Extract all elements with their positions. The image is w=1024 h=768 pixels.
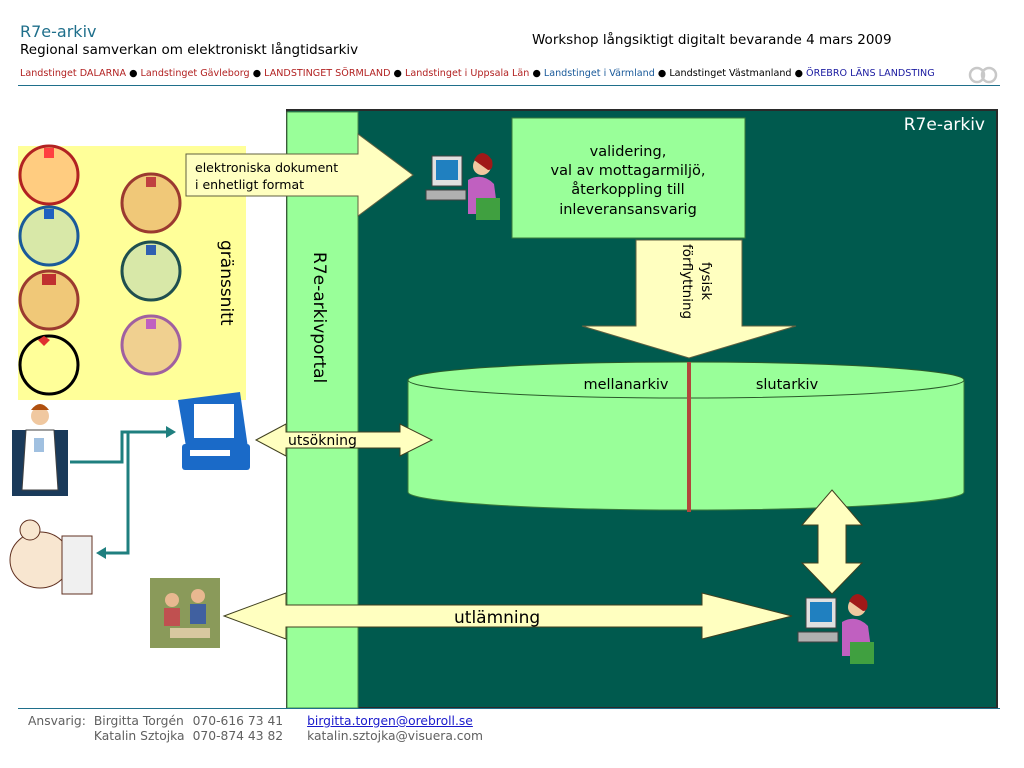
search-computer-icon (178, 392, 250, 470)
responsible-label: Ansvarig: (28, 714, 86, 728)
workshop-title: Workshop långsiktigt digitalt bevarande … (532, 32, 892, 48)
archive-label: R7e-arkiv (904, 115, 985, 135)
contact-phone: 070-616 73 41 (192, 714, 284, 728)
county-gavleborg: Landstinget Gävleborg (140, 68, 250, 79)
meeting-photo-icon (150, 578, 220, 648)
county-emblem-3-icon (42, 274, 56, 285)
search-double-arrow (254, 423, 434, 457)
operator-bottom-icon (797, 594, 874, 664)
search-connector (70, 430, 172, 464)
search-label: utsökning (288, 433, 357, 449)
county-circle-5 (120, 172, 182, 234)
input-arrow-text-1: elektroniska dokument (195, 160, 338, 175)
lend-double-arrow (222, 592, 793, 640)
contact-row: Katalin Sztojka 070-874 43 82 katalin.sz… (28, 729, 491, 744)
county-circle-6 (120, 240, 182, 302)
county-emblem-5-icon (146, 177, 156, 187)
county-circle-1 (18, 144, 80, 206)
move-label-1: fysisk (698, 262, 714, 300)
interface-label: gränssnitt (216, 240, 236, 326)
validation-box (511, 117, 746, 239)
county-circle-2 (18, 205, 80, 267)
doctor-icon (12, 404, 68, 496)
header-title: R7e-arkiv (20, 22, 97, 41)
county-list: Landstinget DALARNA ● Landstinget Gävleb… (20, 68, 935, 79)
storage-left-label: mellanarkiv (583, 377, 668, 393)
contact-email: katalin.sztojka@visuera.com (307, 729, 484, 743)
county-emblem-4-icon (38, 336, 50, 346)
county-uppsala: Landstinget i Uppsala Län (404, 68, 530, 79)
header-subtitle: Regional samverkan om elektroniskt långt… (20, 42, 359, 58)
county-emblem-7-icon (146, 319, 156, 329)
move-arrow (581, 239, 797, 359)
county-orebro: ÖREBRO LÄNS LANDSTING (806, 68, 935, 79)
storage-right-label: slutarkiv (756, 377, 819, 393)
county-dalarna: Landstinget DALARNA (20, 68, 127, 79)
footer: Ansvarig: Birgitta Torgén 070-616 73 41 … (28, 714, 491, 744)
validation-line-1: validering, (590, 144, 667, 160)
portal-label: R7e-arkivportal (309, 252, 329, 383)
county-circle-4 (18, 334, 80, 396)
contact-phone: 070-874 43 82 (192, 729, 284, 743)
county-circle-3 (18, 269, 80, 331)
county-circles (18, 144, 182, 396)
county-vastmanland: Landstinget Västmanland (669, 68, 792, 79)
contact-row: Ansvarig: Birgitta Torgén 070-616 73 41 … (28, 714, 491, 729)
county-varmland: Landstinget i Värmland (543, 68, 655, 79)
collaboration-logo-icon (968, 66, 998, 84)
county-emblem-1-icon (44, 148, 54, 158)
validation-line-2: val av mottagarmiljö, (551, 163, 706, 179)
contact-name: Katalin Sztojka (93, 729, 185, 743)
storage-cylinder-top (407, 361, 965, 399)
worker-arrowhead (96, 547, 106, 559)
contact-table: Ansvarig: Birgitta Torgén 070-616 73 41 … (28, 714, 491, 744)
storage-cylinder-body (407, 379, 965, 511)
office-worker-icon (9, 519, 93, 595)
validation-line-4: inleveransansvarig (559, 202, 697, 218)
input-arrow-text-2: i enhetligt format (195, 177, 304, 192)
contact-email-link[interactable]: birgitta.torgen@orebroll.se (307, 714, 473, 728)
footer-rule (18, 708, 1000, 709)
operator-top-icon (425, 153, 500, 220)
validation-line-3: återkoppling till (571, 181, 684, 198)
county-emblem-6-icon (146, 245, 156, 255)
move-label-2: förflyttning (679, 244, 695, 319)
county-emblem-2-icon (44, 209, 54, 219)
header-rule (18, 85, 1000, 86)
input-arrow (185, 133, 414, 217)
county-sormland: LANDSTINGET SÖRMLAND (264, 68, 391, 79)
lend-label: utlämning (454, 608, 540, 628)
connector-arrowhead (166, 426, 176, 438)
worker-connector (100, 432, 130, 555)
contact-name: Birgitta Torgén (93, 714, 184, 728)
county-circle-7 (120, 314, 182, 376)
retrieval-double-arrow (800, 489, 864, 595)
